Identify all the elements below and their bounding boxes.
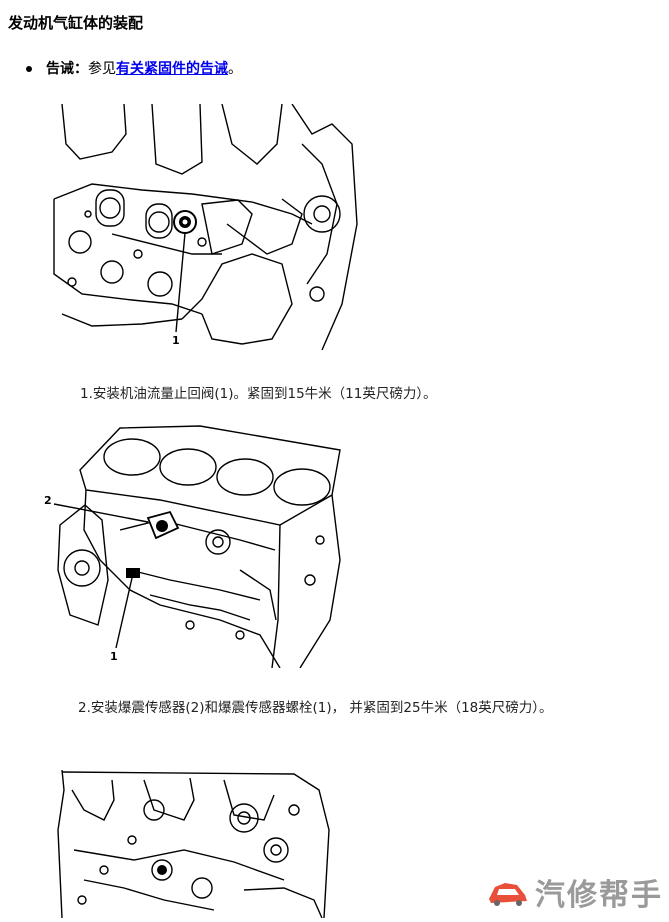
engine-block-drawing-2: 2 1	[44, 425, 341, 669]
figure-knock-sensor: 2 1	[40, 420, 350, 669]
engine-block-drawing-3	[57, 769, 330, 919]
caution-suffix: 。	[228, 61, 242, 77]
fastener-caution-link[interactable]: 有关紧固件的告诫	[116, 61, 228, 77]
callout-1: 1	[110, 650, 118, 663]
page-title: 发动机气缸体的装配	[8, 14, 144, 32]
callout-2: 2	[44, 494, 52, 507]
leader-line	[175, 232, 186, 333]
knock-sensor-bolt-part	[126, 568, 140, 578]
bullet-icon	[26, 66, 32, 72]
knock-sensor-part	[146, 510, 180, 540]
leader-line-1	[115, 577, 133, 649]
callout-1: 1	[172, 334, 180, 347]
figure-engine-block-3	[44, 769, 344, 919]
car-logo-icon	[489, 883, 527, 906]
watermark: 汽修帮手	[485, 870, 663, 914]
caution-label: 告诫：	[46, 61, 88, 77]
caution-item: 告诫：参见有关紧固件的告诫。	[26, 58, 242, 78]
leader-line-2	[53, 503, 149, 523]
figure-oil-check-valve: 1	[52, 103, 362, 351]
step-1-caption: 1.安装机油流量止回阀(1)。紧固到15牛米（11英尺磅力）。	[80, 386, 437, 402]
caution-prefix: 参见	[88, 61, 116, 77]
watermark-text: 汽修帮手	[535, 878, 663, 913]
engine-block-drawing-1: 1	[53, 103, 358, 351]
step-2-caption: 2.安装爆震传感器(2)和爆震传感器螺栓(1)， 并紧固到25牛米（18英尺磅力…	[78, 700, 553, 716]
check-valve-part	[173, 210, 197, 234]
